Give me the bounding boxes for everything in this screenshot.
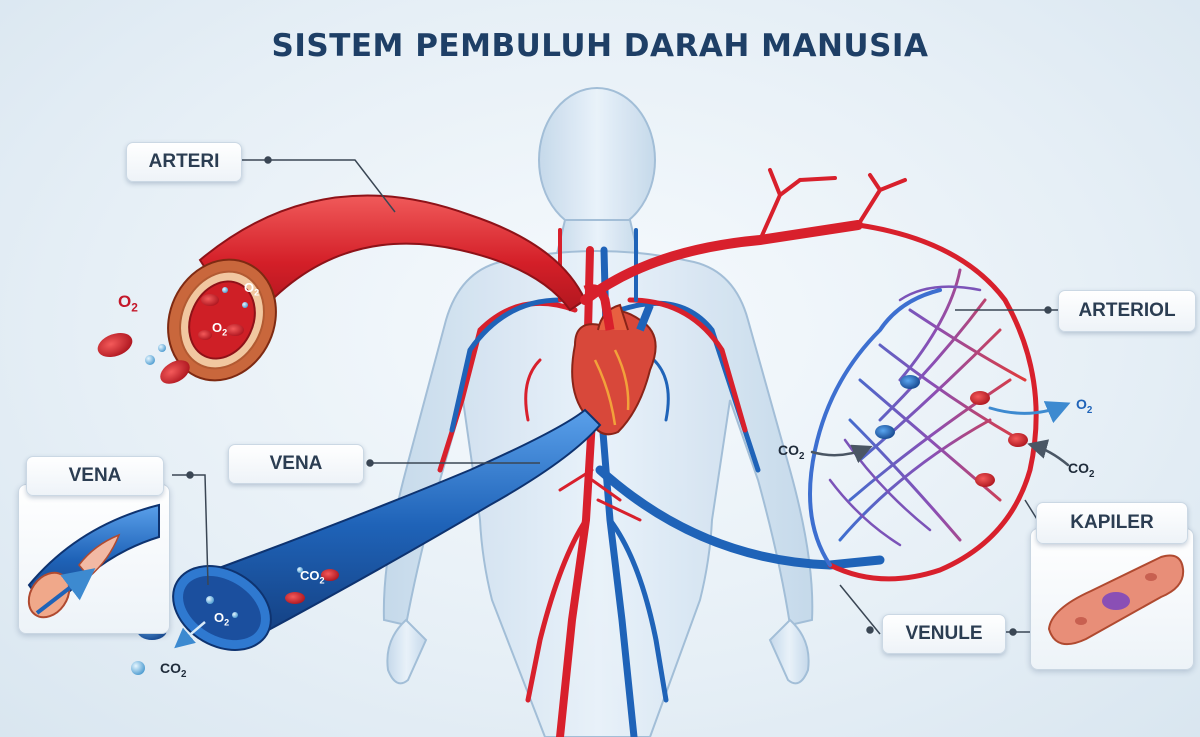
vena-inset-panel <box>18 484 170 634</box>
body-silhouette <box>382 87 814 737</box>
page-title: SISTEM PEMBULUH DARAH MANUSIA <box>271 28 929 64</box>
artery-tube <box>97 168 907 384</box>
leader-lines <box>172 156 1060 636</box>
co2-label-vein-outside: CO2 <box>160 660 187 680</box>
vena-inset-illustration <box>27 503 160 619</box>
label-kapiler-text: KAPILER <box>1070 512 1154 533</box>
o2-label-capillary-right: O2 <box>1076 396 1093 416</box>
label-arteri-text: ARTERI <box>148 151 220 172</box>
o2-label-artery-inside-1: O2 <box>244 280 260 298</box>
co2-label-capillary-right: CO2 <box>1068 460 1095 480</box>
label-venule-text: VENULE <box>905 623 983 644</box>
kapiler-inset-illustration <box>1047 554 1185 646</box>
o2-label-artery-inside-2: O2 <box>212 320 228 338</box>
label-arteri: ARTERI <box>126 142 242 182</box>
co2-label-vein-inside: CO2 <box>300 568 325 586</box>
capillary-network <box>808 222 1071 582</box>
kapiler-inset-panel <box>1030 528 1194 670</box>
heart <box>571 284 657 436</box>
o2-label-vein-inside: O2 <box>214 610 230 628</box>
label-arteriol: ARTERIOL <box>1058 290 1196 332</box>
label-vena: VENA <box>228 444 364 484</box>
co2-label-capillary-left: CO2 <box>778 442 805 462</box>
label-vena-text: VENA <box>269 453 323 474</box>
label-kapiler: KAPILER <box>1036 502 1188 544</box>
o2-label-artery-outside: O2 <box>118 292 138 315</box>
label-venule: VENULE <box>882 614 1006 654</box>
vein-tube <box>131 408 885 675</box>
label-arteriol-text: ARTERIOL <box>1078 300 1176 321</box>
label-vena-inset: VENA <box>26 456 164 496</box>
label-vena-inset-text: VENA <box>68 465 122 486</box>
